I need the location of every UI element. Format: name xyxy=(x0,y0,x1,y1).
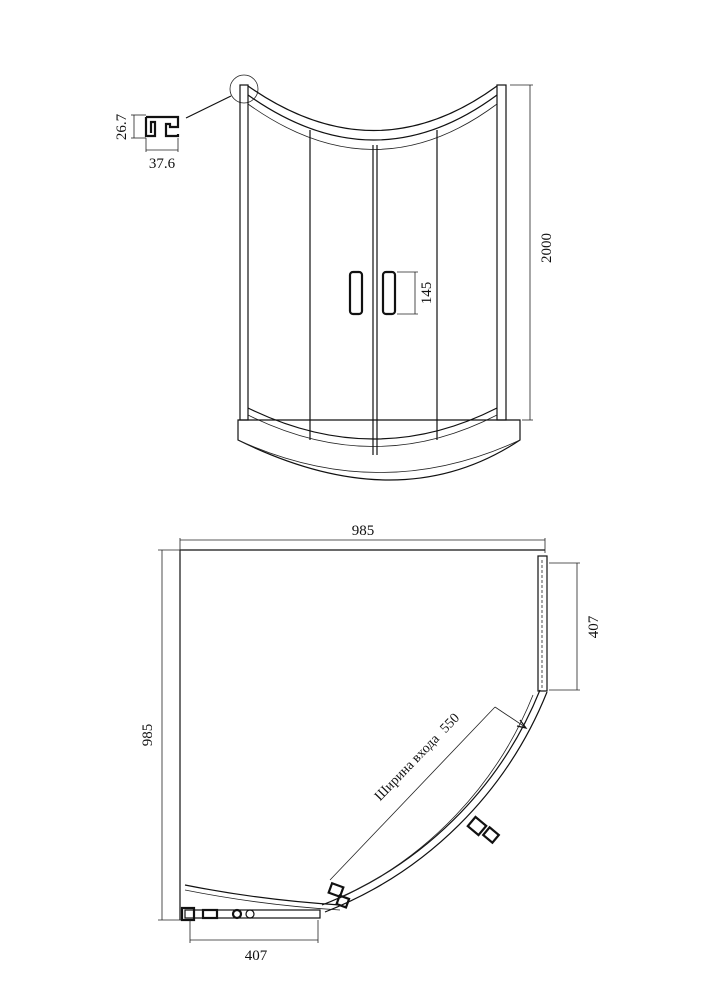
profile-height-label: 26.7 xyxy=(114,113,130,140)
profile-width-label: 37.6 xyxy=(149,156,176,172)
door-handle-right xyxy=(381,270,397,316)
top-rail xyxy=(247,85,498,131)
height-dimension-label: 2000 xyxy=(539,233,555,263)
callout-leader xyxy=(185,95,232,119)
curved-door-inner xyxy=(321,689,541,906)
bottom-panel-label: 407 xyxy=(245,948,268,964)
profile-section xyxy=(144,115,180,138)
left-depth-label: 985 xyxy=(140,724,156,747)
curved-door-outer xyxy=(324,691,548,913)
right-fixed-panel xyxy=(537,555,548,692)
right-panel-label: 407 xyxy=(586,615,602,638)
plan-view: 985 985 407 407 Ширина в xyxy=(140,523,602,964)
front-view: 2000 145 xyxy=(237,84,555,481)
right-post xyxy=(496,84,507,421)
sliding-door-left xyxy=(184,884,341,906)
top-width-label: 985 xyxy=(352,523,375,539)
shower-tray xyxy=(237,419,521,481)
entry-width-label: Ширина входа550 xyxy=(372,711,463,804)
detail-callout-circle xyxy=(229,74,259,104)
door-roller xyxy=(466,815,488,837)
left-post xyxy=(239,84,249,421)
profile-detail: 26.7 37.6 xyxy=(114,74,259,172)
handle-dimension-label: 145 xyxy=(419,282,435,305)
bottom-fixed-panel xyxy=(184,909,321,919)
bottom-rail xyxy=(247,407,498,440)
door-handle-left xyxy=(348,270,364,316)
entry-width-dimension xyxy=(329,706,496,881)
